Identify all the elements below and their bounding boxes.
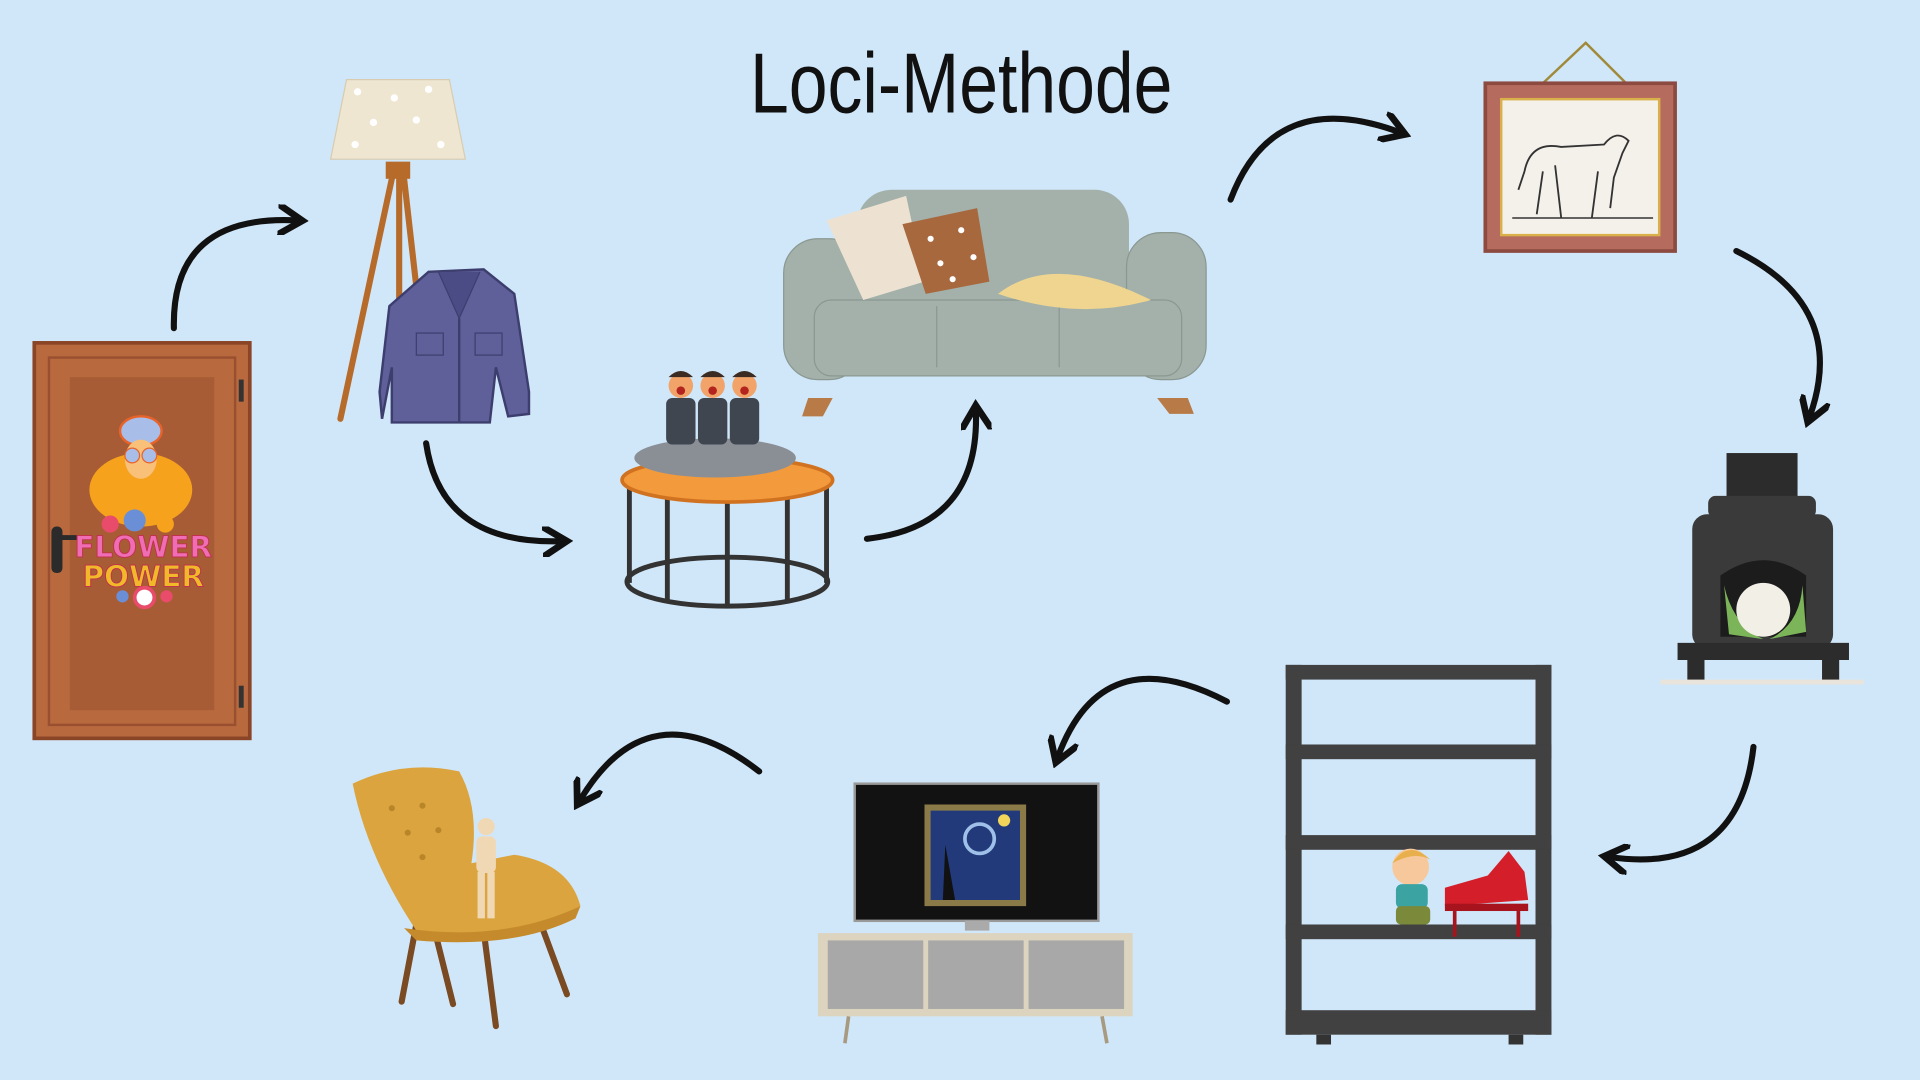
three-singers bbox=[666, 371, 760, 445]
tv-with-stand bbox=[817, 782, 1133, 1044]
human-figure bbox=[476, 817, 496, 919]
horse-picture-frame bbox=[1483, 41, 1677, 253]
arrow-door-to-lamp bbox=[170, 220, 296, 332]
svg-text:FLOWER: FLOWER bbox=[74, 530, 212, 564]
cream-pillow bbox=[826, 195, 925, 300]
gravel-pile bbox=[634, 438, 796, 478]
door-handle bbox=[51, 526, 63, 574]
page-title: Loci-Methode bbox=[750, 36, 1172, 132]
armchair bbox=[352, 767, 581, 1030]
cauliflower bbox=[1736, 582, 1791, 637]
arrow-picture-to-stove bbox=[1733, 247, 1820, 416]
bookshelf bbox=[1285, 664, 1552, 1045]
door: FLOWER POWER bbox=[32, 341, 252, 741]
arrow-stove-to-shelf bbox=[1610, 743, 1757, 860]
arrow-shelf-to-tv bbox=[1058, 675, 1230, 757]
flower-power-poster: FLOWER POWER bbox=[74, 415, 213, 610]
coffee-table bbox=[620, 371, 835, 609]
arrow-sofa-to-picture bbox=[1227, 119, 1400, 203]
sofa bbox=[783, 189, 1207, 417]
brown-star-pillow bbox=[902, 208, 990, 294]
denim-jacket bbox=[378, 268, 531, 424]
wood-stove bbox=[1660, 453, 1864, 685]
child-with-piano bbox=[1392, 848, 1529, 937]
arrow-table-to-sofa bbox=[863, 411, 976, 542]
arrow-jacket-to-table bbox=[423, 440, 561, 541]
floor-lamp bbox=[329, 78, 467, 422]
arrow-tv-to-armchair bbox=[580, 731, 763, 800]
sequence-arrows bbox=[170, 119, 1820, 860]
sand-pillow bbox=[997, 273, 1152, 310]
